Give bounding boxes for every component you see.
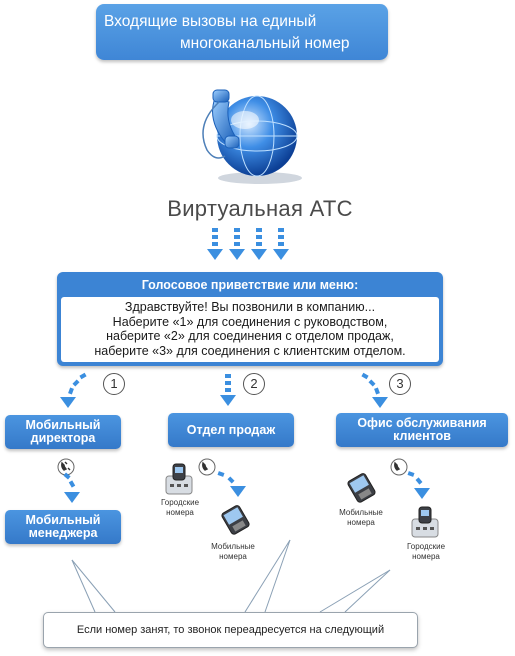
transfer-arrow <box>407 471 430 499</box>
down-arrow-icon <box>207 228 289 260</box>
option-1-badge: 1 <box>103 373 125 395</box>
menu-line: Наберите «1» для соединения с руководств… <box>112 314 388 329</box>
phone-handset-icon <box>198 458 216 476</box>
voice-menu-text: Здравствуйте! Вы позвонили в компанию...… <box>61 297 439 362</box>
menu-line: наберите «3» для соединения с клиентским… <box>94 343 406 358</box>
virtual-atc-label: Виртуальная АТС <box>167 196 353 221</box>
title-line-1: Входящие вызовы на единый <box>104 13 317 30</box>
phone-handset-icon <box>390 458 408 476</box>
transfer-arrow <box>63 472 80 503</box>
footer-note: Если номер занят, то звонок переадресует… <box>43 612 418 648</box>
transfer-arrow <box>217 471 246 497</box>
mobile-phone-icon <box>347 473 376 503</box>
globe-phone-icon <box>202 89 302 184</box>
mobile-numbers-label: Мобильные номера <box>211 542 255 561</box>
branch-arrows <box>60 372 388 408</box>
desk-phone-icon <box>165 463 193 495</box>
desk-phone-icon <box>411 506 439 538</box>
title-banner: Входящие вызовы на единый многоканальный… <box>96 4 388 60</box>
mobile-phone-icon <box>221 505 250 535</box>
menu-line: Здравствуйте! Вы позвонили в компанию... <box>124 300 376 314</box>
voice-menu-box: Голосовое приветствие или меню: Здравств… <box>57 272 443 366</box>
city-numbers-label: Городские номера <box>406 542 446 561</box>
title-line-2: многоканальный номер <box>180 35 350 52</box>
city-numbers-label: Городские номера <box>160 498 200 517</box>
menu-line: наберите «2» для соединения с отделом пр… <box>106 329 394 343</box>
node-director-mobile: Мобильный директора <box>5 415 121 449</box>
voice-menu-title: Голосовое приветствие или меню: <box>141 278 359 292</box>
mobile-numbers-label: Мобильные номера <box>339 508 383 527</box>
option-3-badge: 3 <box>389 373 411 395</box>
node-manager-mobile: Мобильный менеджера <box>5 510 121 544</box>
node-customer-service: Офис обслуживания клиентов <box>336 413 508 447</box>
node-sales-department: Отдел продаж <box>168 413 294 447</box>
option-2-badge: 2 <box>243 373 265 395</box>
callout-lines <box>71 539 391 613</box>
